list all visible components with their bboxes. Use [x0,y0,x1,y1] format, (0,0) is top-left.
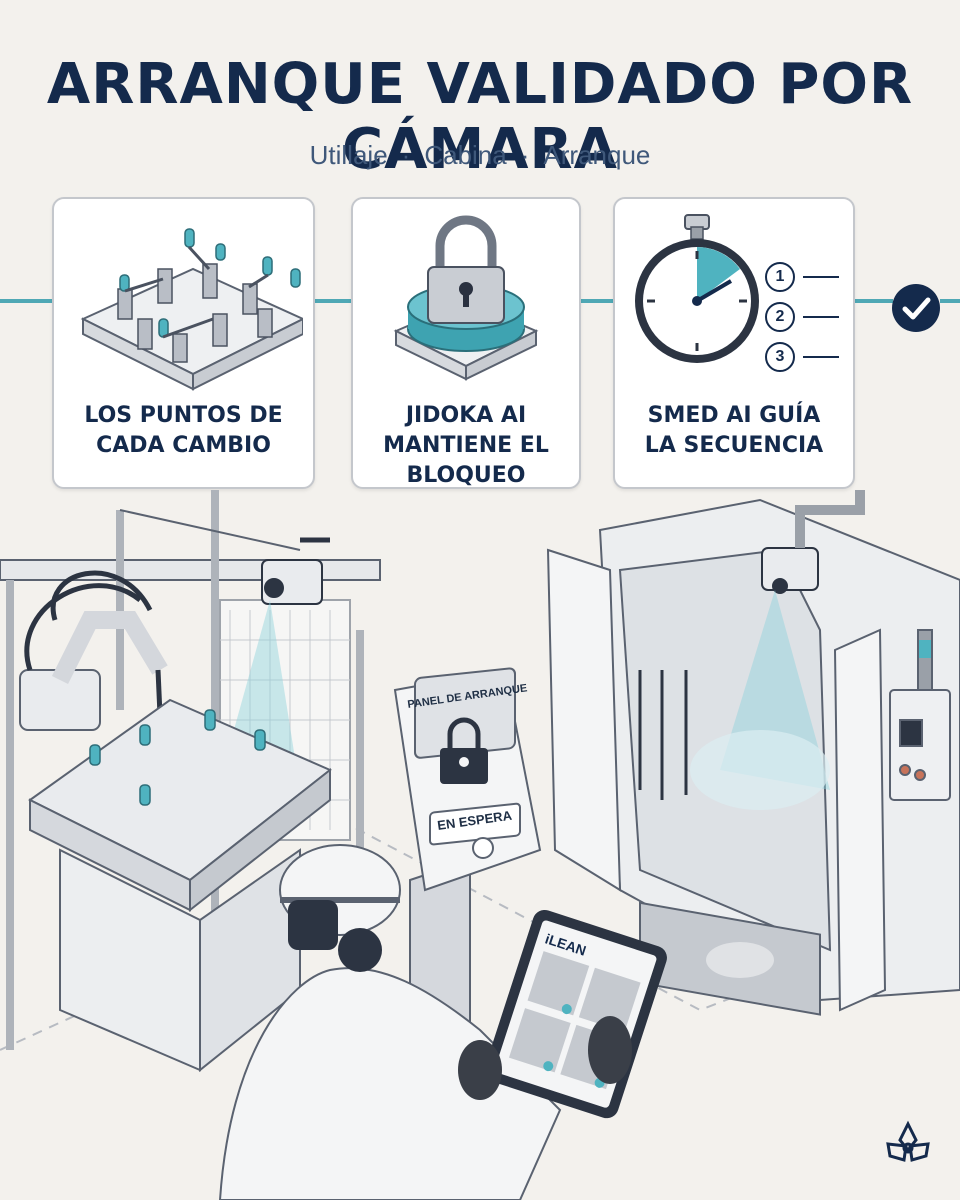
fixture-table-icon [80,228,303,391]
subtitle-item-utillaje: Utillaje [309,140,388,170]
sequence-checklist: 1 2 3 [765,257,839,377]
subtitle-item-arranque: Arranque [543,140,651,170]
page-title: ARRANQUE VALIDADO POR CÁMARA [46,52,914,182]
connector-line [311,299,351,303]
worker-figure [218,844,562,1200]
subtitle-separator: · [520,140,530,170]
connector-line [940,299,960,303]
fixture-table [28,698,332,1073]
subtitle: Utillaje · Cabina · Arranque [0,140,960,171]
factory-scene-illustration: PANEL DE ARRANQUE EN ESPERA [0,490,960,1200]
stopwatch-icon [635,214,759,363]
flower-logo-icon [886,1120,930,1162]
padlock-icon [393,215,539,381]
connector-line [577,299,613,303]
subtitle-separator: · [401,140,411,170]
checklist-item: 3 [765,337,839,377]
check-circle-icon [892,284,940,332]
connector-line [0,299,52,303]
welding-robot [19,570,168,738]
checklist-item: 1 [765,257,839,297]
connector-line [851,299,893,303]
checklist-item: 2 [765,297,839,337]
subtitle-item-cabina: Cabina [424,140,507,170]
